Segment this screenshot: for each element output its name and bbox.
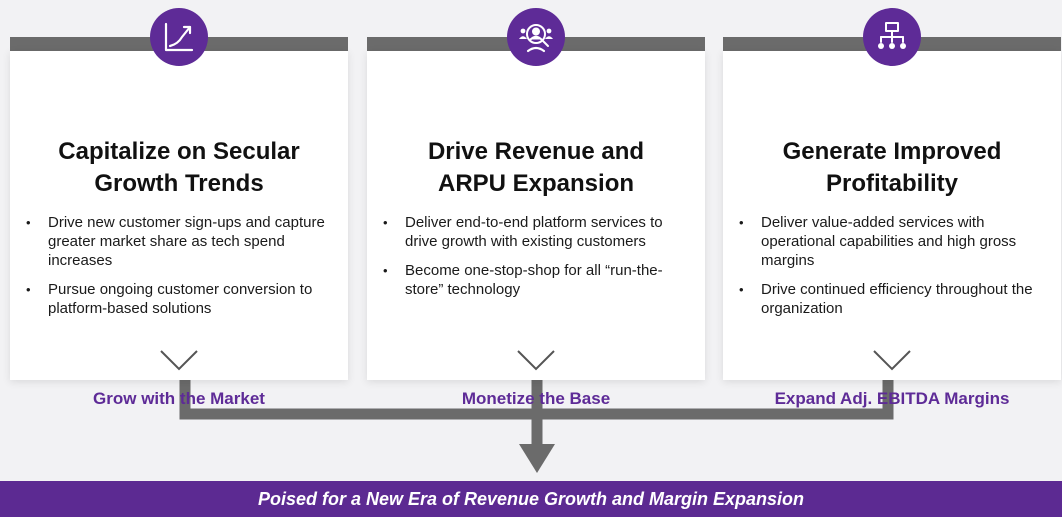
title-line: Profitability [825,170,958,197]
pillar-revenue: Drive Revenue and ARPU Expansion Deliver… [367,0,705,408]
title-line: Growth Trends [94,170,264,197]
pillar-outcome: Grow with the Market [93,389,265,408]
bullet-list: Deliver end-to-end platform services to … [381,213,697,309]
pillar-outcome: Monetize the Base [461,389,611,408]
chevron-down-icon [517,350,555,371]
title-line: Drive Revenue and [427,138,645,165]
bullet-item: Pursue ongoing customer conversion to pl… [24,280,340,318]
pillar-card: Generate Improved Profitability Deliver … [723,51,1061,408]
pillar-title: Generate Improved Profitability [735,136,1049,200]
bullet-item: Drive continued efficiency throughout th… [737,280,1053,318]
pillar-title: Capitalize on Secular Growth Trends [22,136,336,200]
title-line: ARPU Expansion [437,170,635,197]
pillar-title: Drive Revenue and ARPU Expansion [379,136,693,200]
title-line: Capitalize on Secular [58,138,300,165]
pillar-growth: Capitalize on Secular Growth Trends Driv… [10,0,348,408]
bullet-item: Deliver end-to-end platform services to … [381,213,697,251]
pillar-profitability: Generate Improved Profitability Deliver … [723,0,1061,408]
customer-search-icon [507,8,565,66]
trend-chart-icon [150,8,208,66]
bullet-item: Drive new customer sign-ups and capture … [24,213,340,270]
chevron-down-icon [873,350,911,371]
pillar-card: Capitalize on Secular Growth Trends Driv… [10,51,348,408]
chevron-down-icon [160,350,198,371]
title-line: Generate Improved [782,138,1002,165]
bullet-item: Deliver value-added services with operat… [737,213,1053,270]
pillar-outcome: Expand Adj. EBITDA Margins [774,389,1010,408]
bullet-list: Deliver value-added services with operat… [737,213,1053,328]
hierarchy-icon [863,8,921,66]
bullet-list: Drive new customer sign-ups and capture … [24,213,340,328]
summary-banner: Poised for a New Era of Revenue Growth a… [0,481,1062,517]
pillar-card: Drive Revenue and ARPU Expansion Deliver… [367,51,705,408]
bullet-item: Become one-stop-shop for all “run-the-st… [381,261,697,299]
